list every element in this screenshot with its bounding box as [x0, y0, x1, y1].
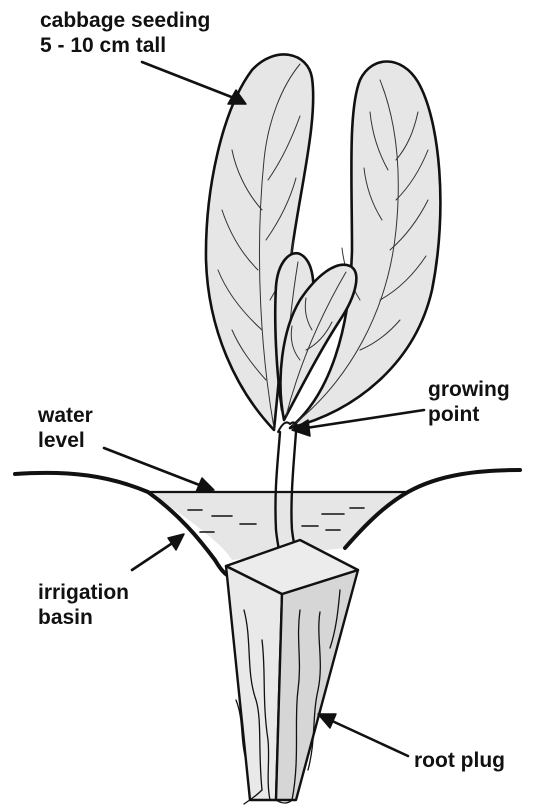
arrow-seedling: [142, 62, 246, 104]
arrow-root-plug: [318, 714, 408, 756]
label-water-level-line2: level: [38, 428, 93, 453]
label-growing-point: growing point: [428, 377, 510, 427]
label-root-plug: root plug: [414, 748, 505, 773]
root-plug-front: [226, 566, 282, 800]
label-irrigation-basin-line1: irrigation: [38, 580, 129, 605]
arrow-water-level: [104, 448, 214, 492]
label-irrigation-basin: irrigation basin: [38, 580, 129, 630]
label-cabbage-seedling-line1: cabbage seeding: [40, 8, 210, 33]
label-growing-point-line2: point: [428, 402, 510, 427]
label-cabbage-seedling-line2: 5 - 10 cm tall: [40, 33, 210, 58]
label-irrigation-basin-line2: basin: [38, 605, 129, 630]
label-root-plug-line1: root plug: [414, 748, 505, 773]
label-water-level-line1: water: [38, 403, 93, 428]
arrow-irrigation-basin: [132, 534, 184, 570]
label-water-level: water level: [38, 403, 93, 453]
label-growing-point-line1: growing: [428, 377, 510, 402]
label-cabbage-seedling: cabbage seeding 5 - 10 cm tall: [40, 8, 210, 58]
root-plug-side: [276, 570, 358, 800]
